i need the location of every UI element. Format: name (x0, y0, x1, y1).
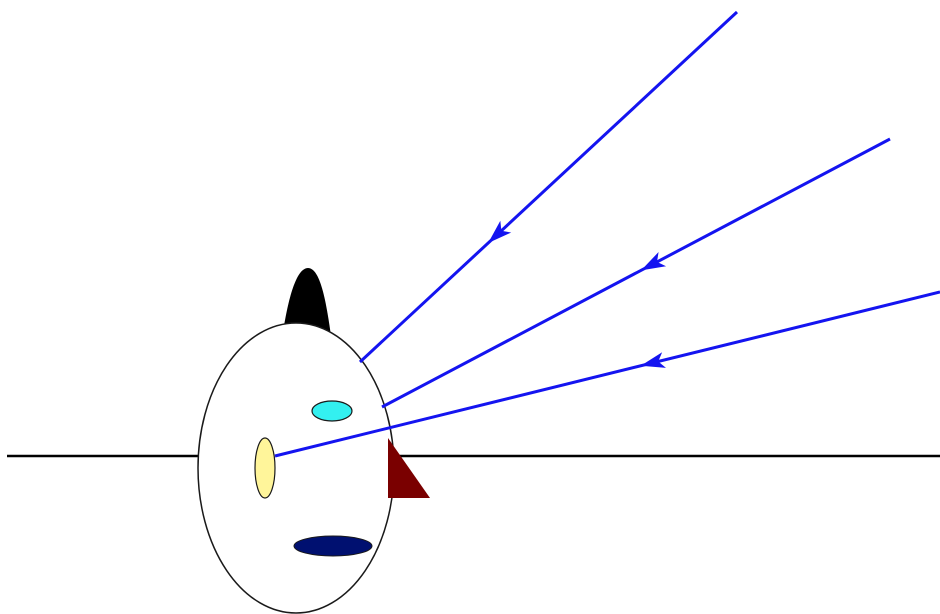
ray-lower-line (275, 292, 940, 456)
ray-middle-arrowhead (641, 252, 666, 270)
center-spot (255, 438, 275, 498)
upper-spot (312, 401, 352, 421)
lower-spot (294, 536, 372, 556)
ray-top-line (360, 12, 737, 362)
nose-tip-shape (388, 438, 430, 498)
head-oval (198, 323, 394, 613)
